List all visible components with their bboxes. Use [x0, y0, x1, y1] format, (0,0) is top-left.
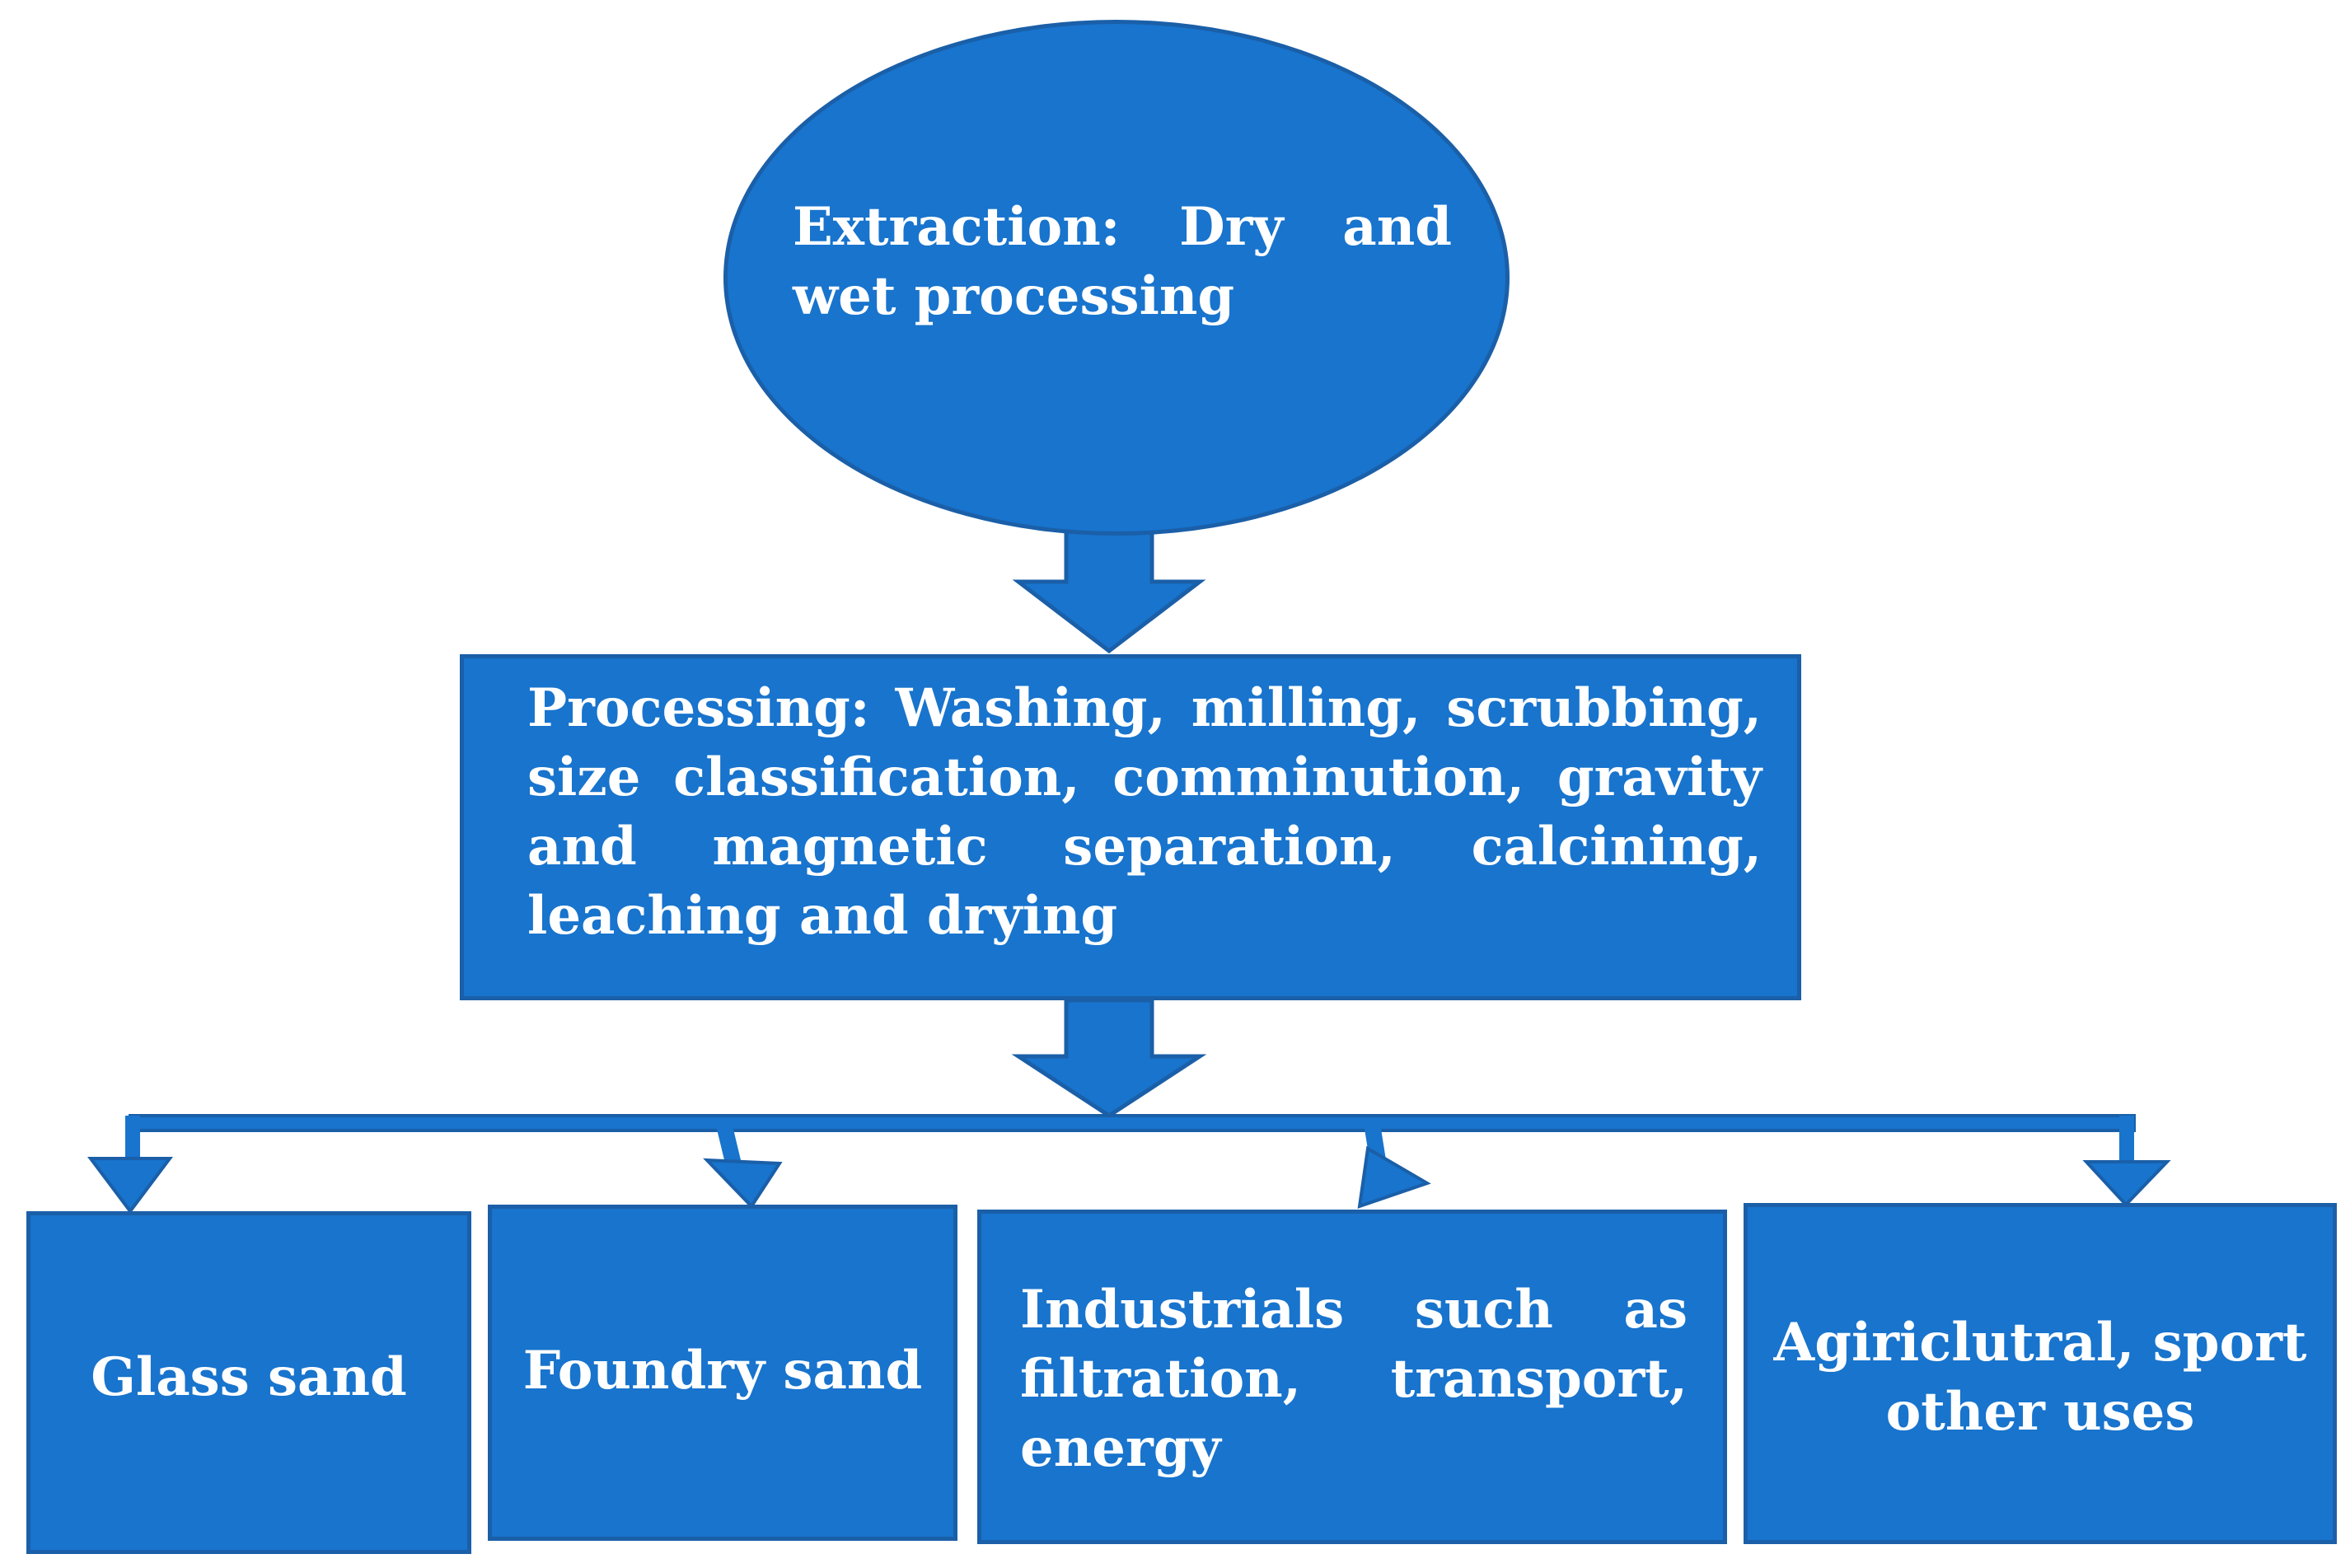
glass-sand-label: Glass sand [91, 1346, 407, 1408]
drop-arrowhead-foundry [703, 1158, 783, 1210]
industrials-node [977, 1210, 1727, 1544]
processing-label: Processing: Washing, milling, scrubbing,… [527, 677, 1762, 947]
drop-arrowhead-glass [87, 1157, 173, 1215]
foundry-sand-node [488, 1205, 957, 1541]
agricultural-label: Agiriclutral, sport other uses [1773, 1312, 2307, 1443]
extraction-label: Extraction: Dry and wet processing [793, 196, 1452, 327]
drop-arrowhead-industrials [1357, 1145, 1431, 1209]
drop-arrowhead-agricultural [2082, 1160, 2171, 1207]
drop-stem-glass [125, 1116, 140, 1162]
extraction-node [723, 20, 1510, 536]
industrials-label: Industrials such as filtration, transpor… [1020, 1279, 1688, 1479]
glass-sand-node [26, 1211, 471, 1554]
arrow-extraction-to-processing [1012, 518, 1206, 654]
agricultural-node [1744, 1203, 2337, 1544]
processing-node [460, 654, 1801, 1000]
distribution-bar [129, 1114, 2136, 1132]
drop-stem-foundry [715, 1122, 742, 1163]
arrow-processing-to-outputs [1011, 998, 1207, 1118]
drop-stem-agricultural [2119, 1116, 2134, 1165]
foundry-sand-label: Foundry sand [522, 1340, 923, 1402]
